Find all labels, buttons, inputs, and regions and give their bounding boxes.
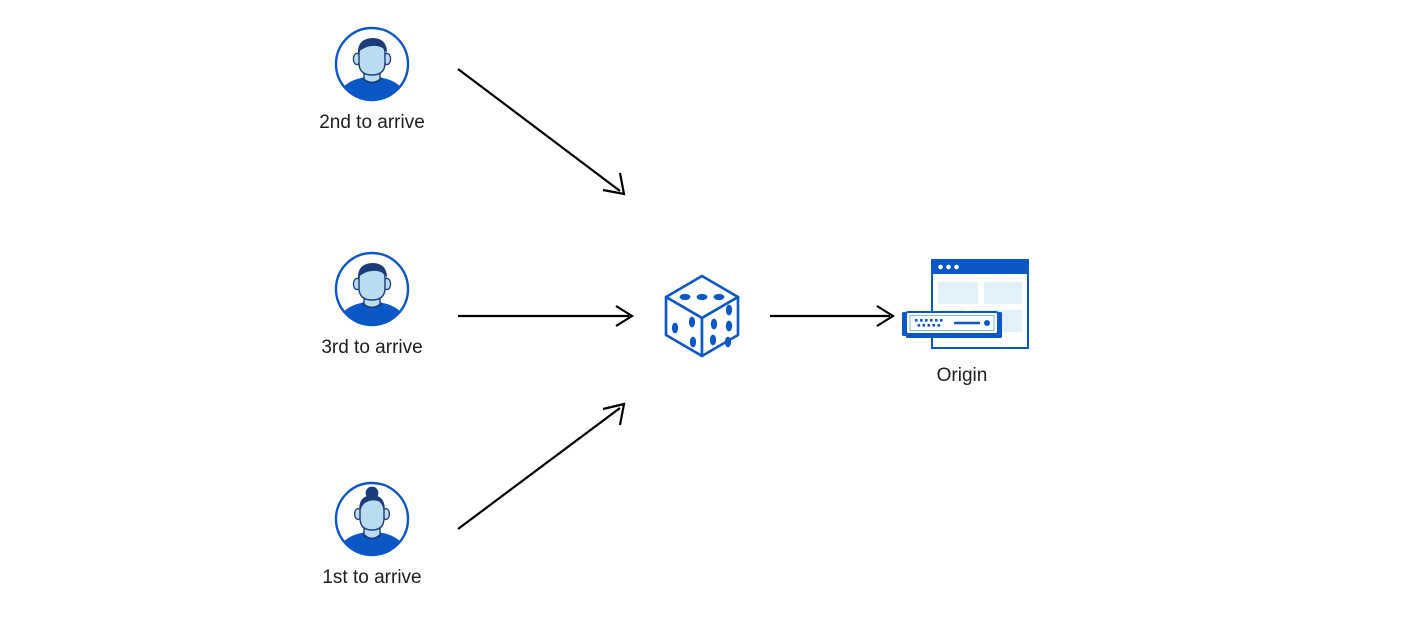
node-label: 3rd to arrive	[321, 337, 423, 358]
arrow-first-to-dice	[457, 402, 626, 530]
node-origin[interactable]: Origin	[900, 258, 1029, 385]
node-visitor-second[interactable]: 2nd to arrive	[319, 25, 425, 132]
node-randomizer[interactable]	[661, 272, 743, 358]
node-visitor-first[interactable]: 1st to arrive	[322, 480, 422, 587]
server-device-icon	[902, 311, 1002, 338]
node-visitor-third[interactable]: 3rd to arrive	[321, 250, 423, 357]
origin-server-icon	[902, 259, 1029, 349]
arrow-second-to-dice	[457, 68, 626, 196]
node-label: Origin	[936, 365, 988, 386]
arrow-dice-to-origin	[770, 305, 896, 327]
arrow-third-to-dice	[458, 305, 635, 327]
node-label: 1st to arrive	[322, 567, 422, 588]
user-avatar-icon	[334, 251, 410, 327]
user-avatar-icon	[334, 26, 410, 102]
dice-icon	[664, 274, 740, 358]
node-label: 2nd to arrive	[319, 112, 425, 133]
user-avatar-icon	[334, 481, 410, 557]
